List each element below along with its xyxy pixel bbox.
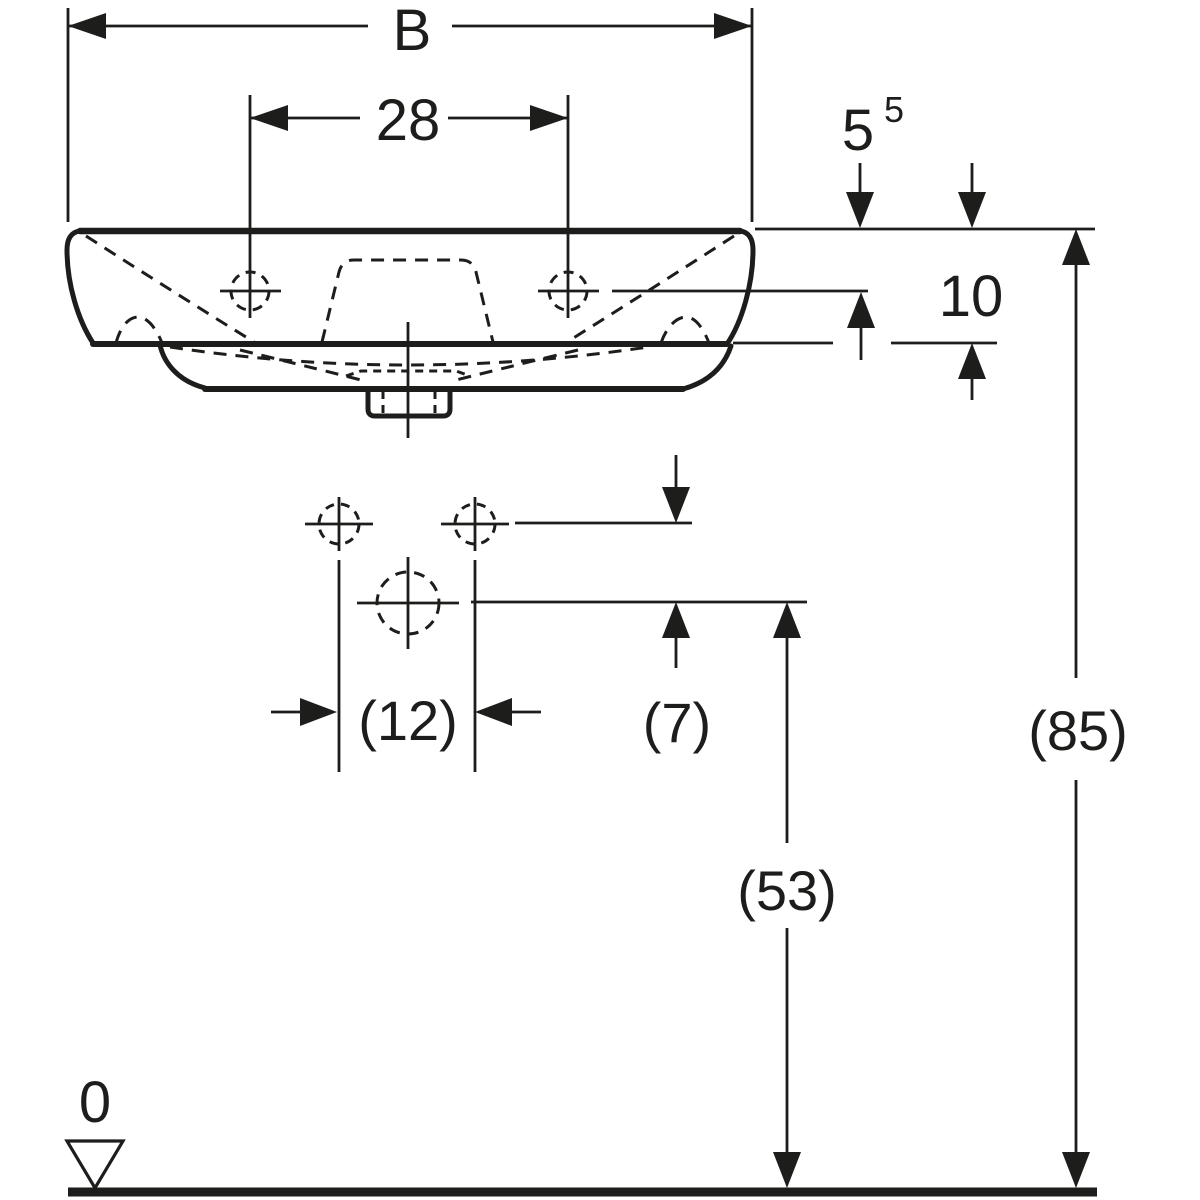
arrow-left-icon (475, 698, 512, 726)
tap-holes (220, 270, 599, 312)
drain-funnel-right (451, 348, 579, 383)
dimension-85: (85) (1028, 229, 1128, 1188)
basin-front-view (64, 227, 756, 438)
dim-5-superscript: 5 (884, 89, 904, 130)
drain-funnel-left (239, 348, 366, 383)
basin-right-side (724, 228, 756, 347)
dimension-28: 28 (248, 88, 570, 318)
dimension-10: 10 (733, 163, 1003, 400)
arrow-left-icon (68, 13, 106, 39)
dim-b-label: B (393, 0, 432, 63)
arrow-down-icon (773, 1152, 801, 1188)
dimension-5-5: 5 5 (612, 89, 1095, 360)
overflow-bump-left (114, 315, 164, 344)
drain-outlet-hidden-lines (381, 391, 437, 413)
arrow-down-icon (1062, 1152, 1090, 1188)
arrow-left-icon (250, 105, 288, 131)
arrow-down-icon (846, 192, 874, 228)
arrow-up-icon (958, 343, 986, 379)
fixing-holes (305, 497, 692, 772)
dimension-b: B (66, 0, 754, 222)
overflow-bump-right (659, 315, 711, 344)
drain-crosshair (357, 557, 459, 649)
dim-85-label: (85) (1028, 699, 1128, 762)
fixing-left-crosshair (305, 497, 373, 551)
arrow-up-icon (662, 602, 690, 638)
dimension-7: (7) (643, 455, 711, 754)
datum-triangle-icon (64, 1139, 126, 1192)
basin-lower-left (157, 342, 208, 391)
dim-5-label: 5 (842, 98, 874, 163)
arrow-right-icon (714, 13, 752, 39)
drain-hole (357, 557, 807, 649)
basin-lower-right (680, 343, 734, 392)
arrow-right-icon (300, 698, 337, 726)
dim-7-label: (7) (643, 691, 711, 754)
arrow-up-icon (847, 292, 875, 328)
inner-wall-right (566, 234, 735, 344)
ground-datum: 0 (64, 1070, 1097, 1197)
dim-12-label: (12) (358, 689, 458, 752)
arrow-down-icon (662, 487, 690, 523)
arrow-down-icon (958, 192, 986, 228)
basin-left-side (64, 228, 96, 346)
hidden-pocket-contour (320, 258, 495, 343)
dim-53-label: (53) (737, 859, 837, 922)
dimension-12: (12) (271, 689, 541, 752)
arrow-right-icon (530, 105, 568, 131)
dim-10-label: 10 (939, 264, 1004, 329)
fixing-right-crosshair (441, 497, 509, 551)
dim-28-label: 28 (376, 88, 441, 153)
arrow-up-icon (1062, 229, 1090, 265)
datum-zero-label: 0 (79, 1070, 111, 1135)
dimension-53: (53) (737, 602, 837, 1188)
drain-trap-contour (345, 369, 471, 378)
arrow-up-icon (773, 602, 801, 638)
inner-wall-left (85, 234, 255, 344)
